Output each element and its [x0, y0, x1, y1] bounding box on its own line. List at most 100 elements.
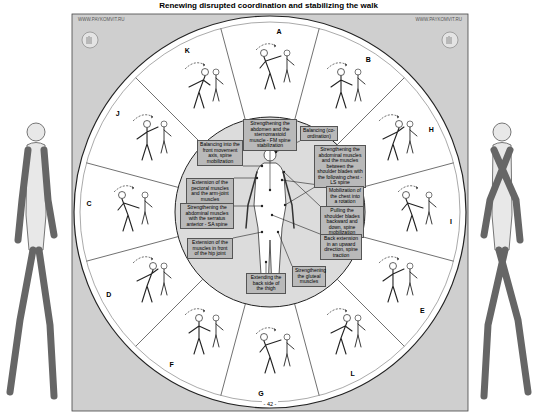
motion-arrow	[256, 328, 276, 334]
motion-arrow	[133, 115, 153, 121]
exercise-figure	[379, 115, 417, 160]
motion-arrow	[379, 257, 399, 263]
figure-head	[407, 263, 413, 269]
sector-divider	[362, 163, 454, 188]
leader-line	[266, 262, 267, 273]
box-text: Pulling the shoulder blades backward and…	[323, 208, 361, 236]
figure-body	[118, 199, 139, 231]
leader-dot	[271, 214, 273, 216]
sector-letter: F	[170, 361, 174, 368]
figure-head	[338, 69, 345, 76]
figure-body	[407, 269, 417, 295]
motion-arrowhead	[416, 186, 418, 190]
label-box: Back extension in an upward direction, s…	[320, 234, 362, 260]
motion-arrowhead	[397, 257, 399, 261]
sector-letter: K	[185, 47, 190, 54]
figure-body	[189, 322, 210, 354]
label-box: Strengthening the abdomen and the sterno…	[243, 119, 297, 151]
emblem	[442, 32, 458, 48]
motion-arrow	[185, 63, 205, 69]
leader-line	[243, 166, 262, 167]
leader-dot	[261, 165, 263, 167]
figure-body	[161, 127, 171, 153]
figure-head	[213, 69, 219, 75]
figure-body	[383, 127, 404, 160]
emblem-hand	[87, 36, 91, 44]
label-box: Balancing into the front movement axis, …	[197, 140, 243, 166]
label-box: Extension of the muscles in front of the…	[187, 238, 233, 259]
leader-dot	[277, 231, 279, 233]
figure-head	[213, 315, 219, 321]
figure-head	[261, 50, 268, 57]
leader-dot	[284, 204, 286, 206]
page-number: - 42 -	[262, 401, 279, 407]
figure-body	[284, 340, 294, 366]
sector-divider	[86, 163, 178, 188]
figure-body	[213, 75, 223, 101]
figure-body	[142, 198, 152, 224]
leader-dot	[265, 261, 267, 263]
figure-body	[213, 321, 223, 347]
exercise-figure	[327, 63, 365, 108]
motion-arrow	[327, 63, 347, 69]
exercise-figure	[327, 309, 365, 354]
exercise-figure	[133, 257, 171, 302]
motion-arrow	[256, 44, 276, 50]
leader-dot	[283, 171, 285, 173]
leader-line	[272, 215, 320, 234]
motion-arrow	[398, 186, 418, 192]
motion-arrow	[114, 186, 134, 192]
motion-arrow	[133, 257, 153, 263]
figure-body	[161, 269, 171, 295]
figure-body	[189, 76, 210, 108]
watermark: WWW.PAYKOMVIT.RU	[78, 17, 125, 22]
box-text: Extending the back side of the thigh	[249, 275, 283, 292]
figure-head	[355, 69, 361, 75]
figure-head	[395, 121, 402, 128]
inner-ring-line	[80, 22, 460, 402]
figure-head	[284, 334, 290, 340]
motion-arrowhead	[274, 44, 276, 48]
box-text: Strengthening the gluteal muscles	[295, 268, 323, 285]
leader-dot	[256, 177, 258, 179]
motion-arrowhead	[274, 328, 276, 332]
motion-arrowhead	[151, 115, 153, 119]
center-disc	[175, 117, 365, 307]
exercise-figure	[256, 328, 294, 373]
sector-letter: D	[106, 291, 111, 298]
exercise-figure	[398, 186, 436, 231]
figure-body	[284, 56, 294, 82]
box-text: Extension of the muscles in front of the…	[190, 240, 230, 257]
figure-head	[261, 334, 268, 341]
sector-divider	[221, 28, 246, 120]
figure-head	[196, 314, 203, 321]
figure-body	[407, 127, 417, 153]
figure-head	[142, 192, 148, 198]
sector-letter: A	[276, 28, 281, 35]
walker-head	[27, 123, 45, 141]
figure-body	[355, 321, 365, 347]
box-text: Mobilization of the chest into a rotatio…	[329, 188, 361, 205]
leader-dot	[281, 179, 283, 181]
sector-divider	[337, 78, 404, 145]
exercise-figure	[133, 115, 171, 160]
motion-arrow	[379, 115, 399, 121]
figure-head	[161, 263, 167, 269]
figure-head	[403, 192, 410, 199]
figure-head	[284, 50, 290, 56]
sector-divider	[221, 304, 246, 396]
label-box: Strengthening the abdominal muscles and …	[314, 145, 366, 188]
exercise-figure	[185, 309, 223, 354]
leader-line	[270, 151, 271, 191]
motion-arrow	[185, 309, 205, 315]
exercise-figure	[185, 63, 223, 108]
frame	[72, 14, 468, 411]
walking-figure	[10, 123, 54, 396]
sector-letter: B	[366, 56, 371, 63]
figure-body	[331, 76, 352, 108]
figure-head	[389, 263, 396, 270]
sector-letter: L	[351, 370, 355, 377]
figure-head	[150, 263, 157, 270]
leader-dot	[261, 205, 263, 207]
